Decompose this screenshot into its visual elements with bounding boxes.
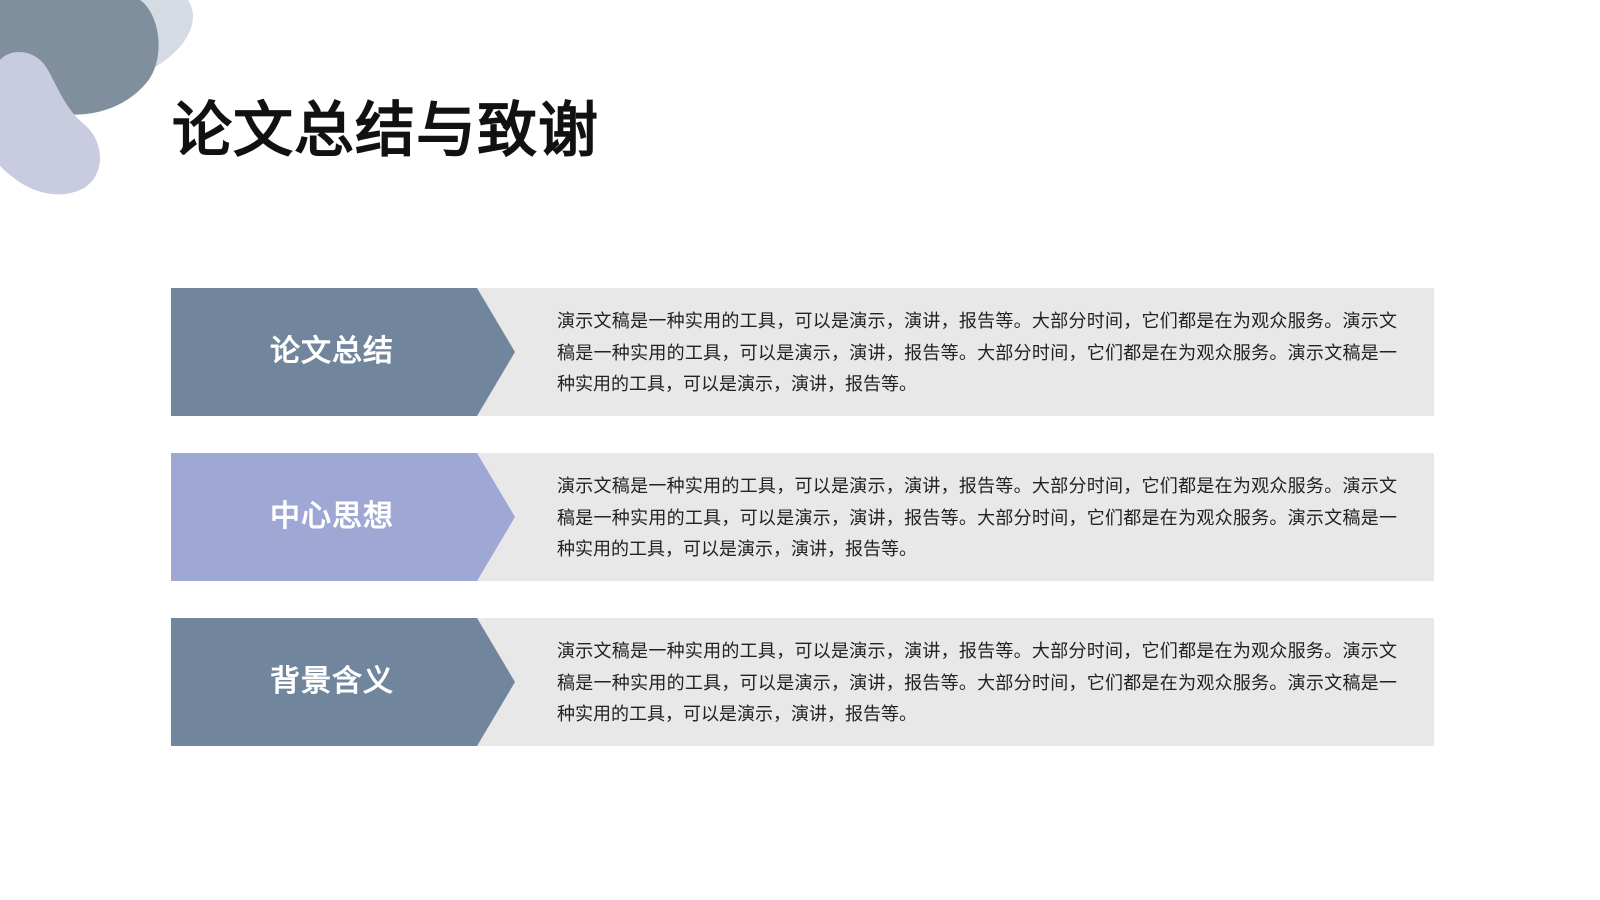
- row-label: 背景含义: [270, 664, 394, 699]
- summary-row-background-meaning: 背景含义 演示文稿是一种实用的工具，可以是演示，演讲，报告等。大部分时间，它们都…: [171, 618, 1434, 746]
- row-label: 中心思想: [270, 499, 394, 534]
- row-label: 论文总结: [270, 334, 394, 369]
- row-description: 演示文稿是一种实用的工具，可以是演示，演讲，报告等。大部分时间，它们都是在为观众…: [557, 641, 1397, 725]
- summary-row-thesis-summary: 论文总结 演示文稿是一种实用的工具，可以是演示，演讲，报告等。大部分时间，它们都…: [171, 288, 1434, 416]
- chevron-shape: [171, 288, 515, 416]
- chevron-shape: [171, 618, 515, 746]
- chevron-shape: [171, 453, 515, 581]
- chevron-arrow-icon: [171, 618, 515, 746]
- decorative-blob-shapes: [0, 0, 193, 195]
- row-description: 演示文稿是一种实用的工具，可以是演示，演讲，报告等。大部分时间，它们都是在为观众…: [557, 476, 1397, 560]
- summary-list: 论文总结 演示文稿是一种实用的工具，可以是演示，演讲，报告等。大部分时间，它们都…: [171, 288, 1434, 783]
- row-description: 演示文稿是一种实用的工具，可以是演示，演讲，报告等。大部分时间，它们都是在为观众…: [557, 311, 1397, 395]
- summary-row-central-idea: 中心思想 演示文稿是一种实用的工具，可以是演示，演讲，报告等。大部分时间，它们都…: [171, 453, 1434, 581]
- chevron-arrow-icon: [171, 288, 515, 416]
- chevron-arrow-icon: [171, 453, 515, 581]
- page-title: 论文总结与致谢: [172, 96, 599, 166]
